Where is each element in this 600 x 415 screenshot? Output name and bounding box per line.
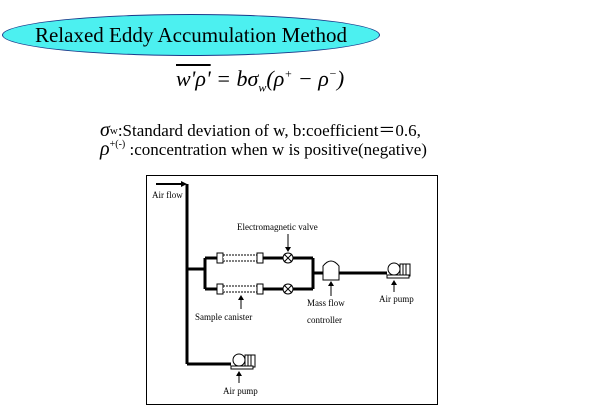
valve-lower (282, 283, 294, 295)
diagram-lines (156, 181, 411, 383)
rea-formula: w'ρ' = bσw(ρ+ − ρ−) (176, 66, 344, 95)
rho-definition-text: :concentration when w is positive(negati… (125, 140, 427, 159)
formula-minus-sup: − (328, 66, 337, 81)
canister-label: Sample canister (195, 312, 253, 322)
inlet-arrowhead (181, 181, 187, 187)
air-pump-bottom-shape (230, 353, 256, 370)
formula-equals: = (216, 66, 237, 91)
title-banner: Relaxed Eddy Accumulation Method (2, 14, 380, 56)
formula-coef: bσ (236, 66, 259, 91)
formula-minus: − ρ (292, 66, 329, 91)
rho-superscript: +(-) (109, 139, 126, 150)
formula-lhs: w'ρ' (176, 66, 211, 91)
rho-symbol: ρ (100, 138, 110, 160)
air-pump-right-label: Air pump (379, 294, 414, 304)
page-title: Relaxed Eddy Accumulation Method (34, 22, 348, 47)
valve-upper (282, 252, 294, 264)
air-flow-label: Air flow (152, 190, 183, 200)
sample-canister-lower (216, 283, 264, 295)
sigma-subscript: w (109, 125, 118, 137)
definition-rho: ρ+(-) :concentration when w is positive(… (100, 138, 427, 161)
definition-sigma: σw:Standard deviation of w, b:coefficien… (100, 116, 421, 142)
formula-open: (ρ (266, 66, 285, 91)
mass-flow-controller-shape (322, 260, 340, 281)
sigma-symbol: σ (100, 119, 110, 141)
sigma-definition-text: :Standard deviation of w, b:coefficient＝… (117, 121, 421, 140)
air-pump-bottom-label: Air pump (223, 386, 258, 396)
mfc-label-line2: controller (307, 315, 342, 325)
formula-coef-sub: w (258, 80, 267, 95)
formula-close: ) (336, 66, 345, 91)
rea-system-diagram: Air flow Electromagnetic valve Sample ca… (146, 175, 438, 405)
valve-label: Electromagnetic valve (237, 222, 318, 232)
mfc-label-line1: Mass flow (307, 298, 345, 308)
air-pump-right-shape (386, 262, 411, 279)
sample-canister-upper (216, 252, 264, 264)
formula-plus-sup: + (284, 66, 293, 81)
